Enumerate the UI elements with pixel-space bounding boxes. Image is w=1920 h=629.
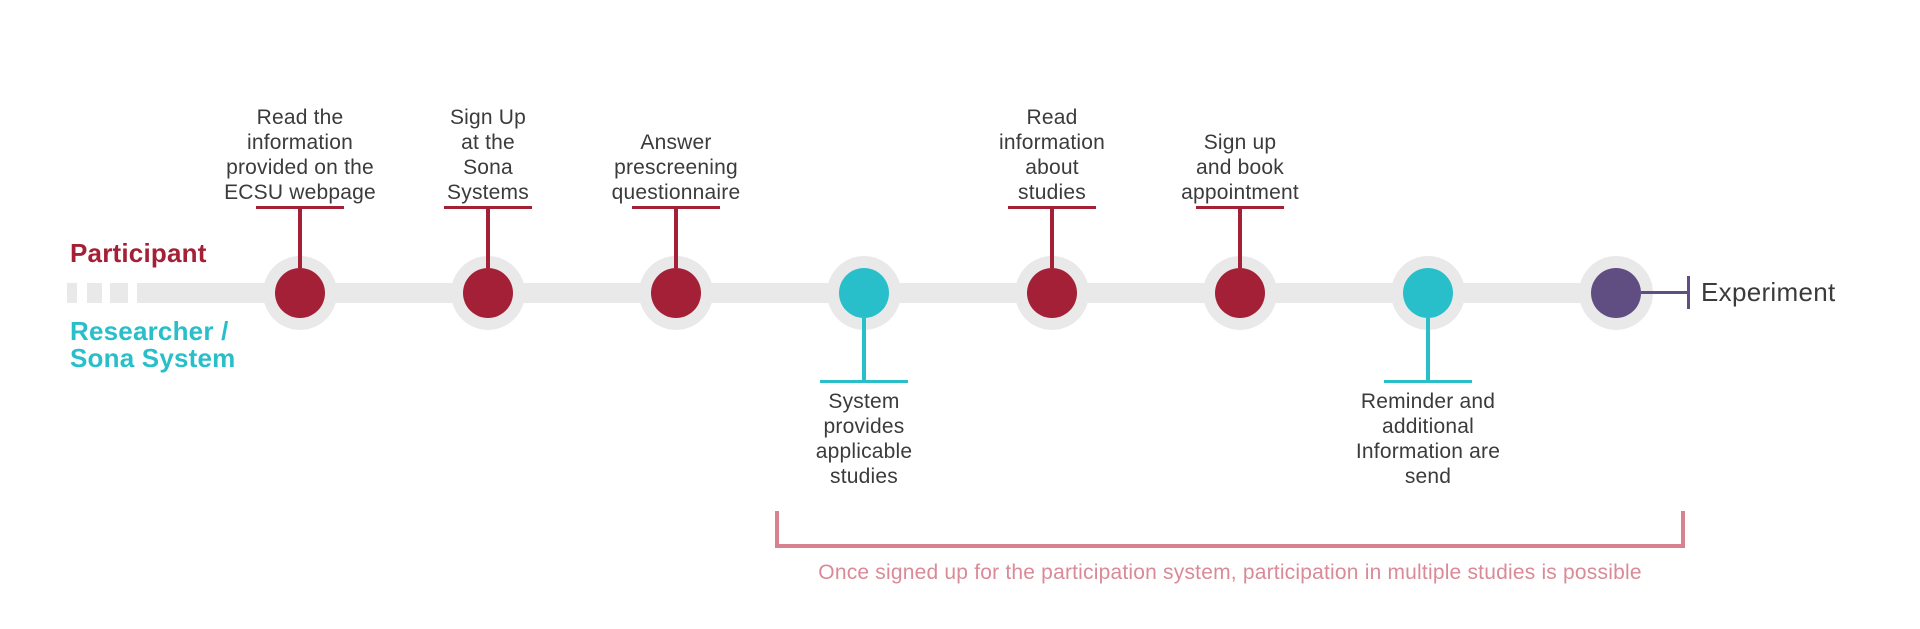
endpoint-connector-terminator [1687,276,1690,309]
node-1-connector-bar [256,206,344,209]
node-6-label: Sign up and book appointment [1130,130,1350,205]
node-2-label-line3: Sona [463,156,513,179]
node-2-label-line2: at the [461,131,515,154]
node-7-connector-stem [1426,318,1430,380]
node-2-connector-bar [444,206,532,209]
node-5-connector-bar [1008,206,1096,209]
node-3-dot-participant [651,268,701,318]
node-2-connector-stem [486,208,490,268]
endpoint-connector-line [1641,291,1687,294]
node-7-label-line2: additional [1382,415,1474,438]
lane-label-researcher-line1: Researcher / [70,316,229,346]
node-6-label-line3: appointment [1181,181,1299,204]
node-6-connector-bar [1196,206,1284,209]
node-7-connector-bar [1384,380,1472,383]
node-8-dot-experiment [1591,268,1641,318]
endpoint-label: Experiment [1701,277,1836,307]
node-4-connector-bar [820,380,908,383]
node-1-dot-participant [275,268,325,318]
node-6-label-line1: Sign up [1203,131,1277,154]
node-3-connector-stem [674,208,678,268]
node-1-label-line1: Read the [256,106,344,129]
node-1-label-line4: ECSU webpage [224,181,376,204]
node-7-label-line4: send [1404,465,1452,488]
node-7-label: Reminder and additional Information are … [1318,389,1538,489]
node-4-label: System provides applicable studies [754,389,974,489]
node-5-label-line2: information [998,131,1106,154]
node-7-dot-researcher [1403,268,1453,318]
node-3-label-line3: questionnaire [611,181,741,204]
node-3-label: Answer prescreening questionnaire [566,130,786,205]
node-3-label-line1: Answer [640,131,712,154]
node-6-dot-participant [1215,268,1265,318]
node-6-connector-stem [1238,208,1242,268]
multi-study-caption: Once signed up for the participation sys… [818,561,1642,584]
lane-label-researcher: Researcher / Sona System [70,318,236,372]
node-4-connector-stem [862,318,866,380]
track-dash-2 [87,283,102,303]
node-2-dot-participant [463,268,513,318]
node-3-label-line2: prescreening [614,156,738,179]
node-5-label-line3: about [1025,156,1079,179]
node-5-dot-participant [1027,268,1077,318]
node-1-label-line2: information [246,131,354,154]
lane-label-participant: Participant [70,238,207,268]
node-5-connector-stem [1050,208,1054,268]
multi-study-bracket [775,511,1685,548]
node-2-label-line4: Systems [447,181,529,204]
node-5-label-line4: studies [1018,181,1086,204]
node-1-label: Read the information provided on the ECS… [190,105,410,205]
track-dash-1 [67,283,77,303]
node-5-label: Read information about studies [942,105,1162,205]
node-5-label-line1: Read [1026,106,1078,129]
node-4-label-line1: System [828,390,900,413]
node-1-connector-stem [298,208,302,268]
node-6-label-line2: and book [1195,156,1284,179]
node-1-label-line3: provided on the [226,156,374,179]
lane-label-researcher-line2: Sona System [70,343,236,373]
node-4-label-line2: provides [823,415,905,438]
node-7-label-line1: Reminder and [1360,390,1496,413]
node-2-label-line1: Sign Up [449,106,527,129]
node-4-label-line3: applicable [815,440,913,463]
node-7-label-line3: Information are [1355,440,1501,463]
node-4-dot-researcher [839,268,889,318]
node-2-label: Sign Up at the Sona Systems [378,105,598,205]
track-dash-3 [110,283,128,303]
node-3-connector-bar [632,206,720,209]
node-4-label-line4: studies [830,465,898,488]
